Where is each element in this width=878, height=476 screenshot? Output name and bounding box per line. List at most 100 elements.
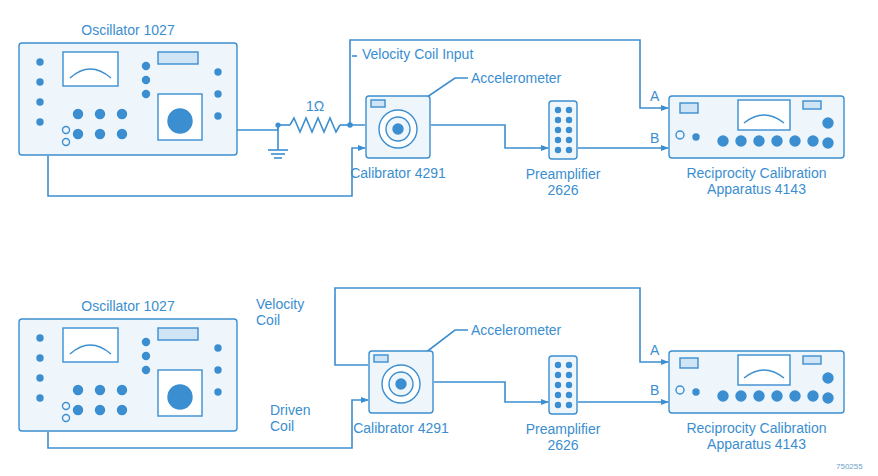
instrument: Reciprocity Calibration Apparatus 4143 <box>668 350 845 414</box>
knob <box>823 373 833 383</box>
instrument-case <box>669 96 844 158</box>
callout-label: A <box>650 88 659 104</box>
signal-connector <box>578 401 668 403</box>
mount-ring <box>382 365 420 403</box>
knob <box>567 148 572 153</box>
instrument: Calibrator 4291 <box>368 350 434 414</box>
knob <box>823 393 833 403</box>
instrument-case <box>549 101 577 159</box>
knob <box>556 108 561 113</box>
knob <box>74 386 83 395</box>
knob <box>37 395 43 401</box>
callout-label: Accelerometer <box>471 70 561 86</box>
knob <box>215 113 221 119</box>
knob <box>754 391 764 401</box>
ground-symbol <box>274 157 282 159</box>
callout-label: 1Ω <box>306 98 324 114</box>
knob <box>96 386 105 395</box>
knob <box>143 367 150 374</box>
instrument-drawing <box>365 95 431 159</box>
knob <box>74 110 83 119</box>
callout-label: Accelerometer <box>471 322 561 338</box>
indicator <box>374 355 388 362</box>
knob <box>556 403 561 408</box>
instrument-drawing <box>18 42 238 156</box>
terminal <box>63 139 70 146</box>
junction-dot <box>275 122 280 127</box>
knob <box>556 118 561 123</box>
knob <box>556 383 561 388</box>
terminal <box>676 386 684 394</box>
knob <box>693 134 699 140</box>
ground-symbol <box>268 149 288 151</box>
knob <box>556 128 561 133</box>
knob <box>823 118 833 128</box>
instrument-drawing <box>668 95 845 159</box>
knob <box>718 136 728 146</box>
indicator <box>803 101 821 109</box>
accelerometer-top <box>393 124 403 134</box>
knob <box>567 403 572 408</box>
display <box>158 328 198 340</box>
knob <box>143 77 150 84</box>
knob <box>96 406 105 415</box>
display <box>680 358 698 368</box>
instrument-drawing <box>18 318 238 432</box>
knob <box>556 138 561 143</box>
knob <box>143 63 150 70</box>
leader-line <box>352 55 357 57</box>
knob <box>37 375 43 381</box>
signal-connector <box>578 147 668 149</box>
knob <box>74 406 83 415</box>
knob <box>808 136 818 146</box>
knob <box>215 91 221 97</box>
knob <box>118 130 127 139</box>
terminal <box>63 415 70 422</box>
knob <box>556 363 561 368</box>
knob <box>567 363 572 368</box>
knob <box>74 130 83 139</box>
knob <box>143 91 150 98</box>
knob <box>215 389 221 395</box>
meter-scale <box>744 115 784 123</box>
knob <box>118 110 127 119</box>
instrument-label: Preamplifier 2626 <box>513 166 613 198</box>
knob <box>772 136 782 146</box>
instrument-label: Preamplifier 2626 <box>513 421 613 453</box>
accelerometer-body <box>386 117 410 141</box>
instrument-drawing <box>368 350 434 414</box>
callout-label: Velocity Coil Input <box>362 46 473 62</box>
knob <box>754 136 764 146</box>
knob <box>37 335 43 341</box>
instrument-drawing <box>548 100 578 160</box>
knob <box>567 373 572 378</box>
ground-wire <box>277 125 279 150</box>
knob <box>556 393 561 398</box>
callout-label: B <box>650 130 659 146</box>
knob <box>823 138 833 148</box>
instrument-label: Calibrator 4291 <box>348 165 448 181</box>
instrument-label: Reciprocity Calibration Apparatus 4143 <box>662 420 852 452</box>
knob <box>37 119 43 125</box>
ground-symbol <box>271 153 285 155</box>
knob <box>693 389 699 395</box>
instrument: Oscillator 1027 <box>18 318 238 432</box>
instrument-case <box>366 96 430 158</box>
dial-knob <box>168 385 192 409</box>
knob <box>772 391 782 401</box>
dial-window <box>158 370 202 416</box>
instrument-drawing <box>668 350 845 414</box>
instrument: Reciprocity Calibration Apparatus 4143 <box>668 95 845 159</box>
callout-label: B <box>650 382 659 398</box>
knob <box>556 148 561 153</box>
meter <box>738 355 790 385</box>
display <box>680 103 698 113</box>
instrument-label: Oscillator 1027 <box>28 22 228 38</box>
knob <box>567 118 572 123</box>
display <box>158 52 198 64</box>
instrument-label: Calibrator 4291 <box>351 420 451 436</box>
instrument: Oscillator 1027 <box>18 42 238 156</box>
terminal <box>676 131 684 139</box>
accelerometer-top <box>396 379 406 389</box>
instrument-label: Reciprocity Calibration Apparatus 4143 <box>662 165 852 197</box>
